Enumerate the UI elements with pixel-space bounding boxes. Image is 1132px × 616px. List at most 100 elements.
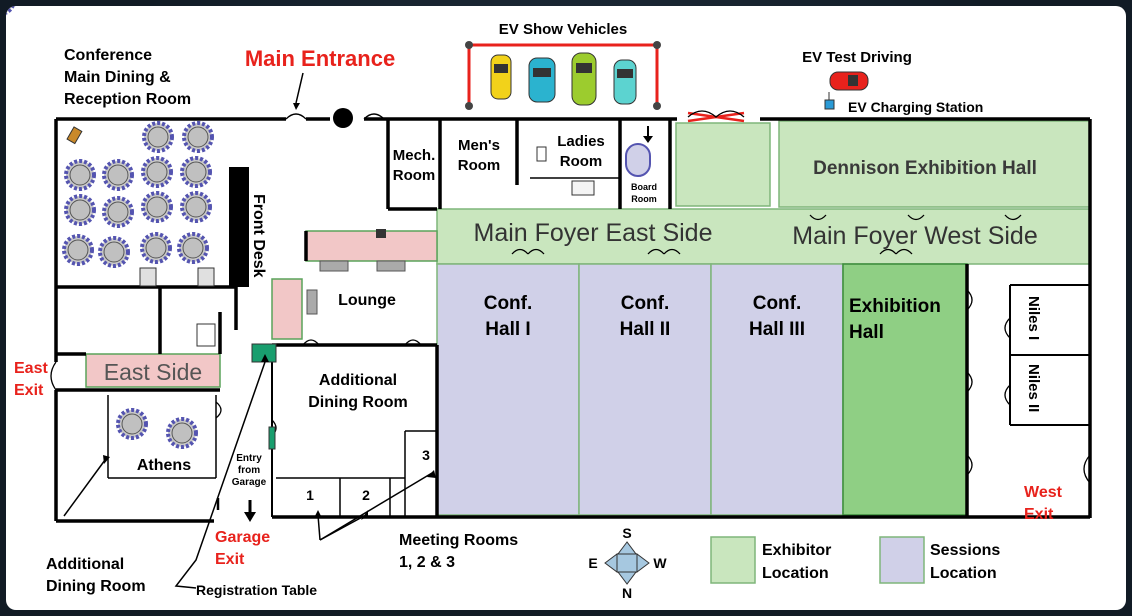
svg-text:Exit: Exit	[14, 382, 44, 399]
svg-text:Hall III: Hall III	[749, 319, 805, 340]
podium-icon	[66, 126, 83, 145]
front-desk-counter	[229, 167, 249, 287]
meeting-room-1-label: 1	[306, 487, 314, 503]
svg-text:Room: Room	[560, 153, 603, 170]
lounge-counter	[271, 278, 303, 340]
car-icon	[490, 54, 512, 100]
svg-text:Exit: Exit	[1024, 506, 1054, 523]
arrow-head-icon	[427, 470, 436, 478]
east-side-label: East Side	[104, 359, 202, 385]
niles-2-label: Niles II	[1025, 364, 1042, 412]
sofa-icon	[319, 260, 349, 272]
ev-test-driving-label: EV Test Driving	[802, 49, 912, 66]
conf-hall-1-fill	[436, 263, 580, 516]
car-windshield	[494, 64, 508, 73]
svg-text:from: from	[238, 465, 260, 476]
arrow-head-icon	[643, 136, 653, 143]
chair-icon	[306, 289, 318, 315]
svg-text:Room: Room	[631, 194, 657, 204]
east-exit-label: East	[14, 360, 48, 377]
ev-entrance-door-icon	[687, 110, 745, 123]
ev-show-rope	[467, 43, 659, 106]
compass-s: S	[622, 525, 631, 541]
car-windshield	[533, 68, 551, 77]
foyer-east-label: Main Foyer East Side	[474, 219, 713, 247]
arrow-head-icon	[293, 103, 300, 110]
conf-hall-1-label: Conf.	[484, 293, 533, 314]
legend-sessions-label: Sessions	[930, 542, 1000, 559]
floor-plan-card: EV Show Vehicles EV Test Driving EV Char…	[6, 6, 1126, 610]
mens-room-label: Men's	[458, 137, 500, 154]
svg-text:Hall II: Hall II	[620, 319, 671, 340]
dennison-hall-fill	[778, 120, 1091, 208]
svg-text:Dining Room: Dining Room	[46, 578, 146, 595]
ev-charging-label: EV Charging Station	[848, 99, 983, 115]
compass-icon: S N E W	[588, 525, 667, 601]
door-swings	[50, 113, 1091, 484]
rope-post	[465, 102, 473, 110]
east-side-fill	[85, 353, 221, 388]
meeting-rooms-label: Meeting Rooms	[399, 532, 518, 549]
ev-test-driving-area: EV Test Driving EV Charging Station	[802, 49, 983, 115]
ev-show-vehicles-area: EV Show Vehicles	[465, 21, 661, 110]
arrow-head-icon	[261, 354, 269, 362]
svg-text:Room: Room	[393, 167, 436, 184]
ev-show-vehicles-label: EV Show Vehicles	[499, 21, 627, 38]
callout-lines	[63, 361, 433, 589]
board-table-icon	[625, 143, 651, 177]
svg-text:Hall I: Hall I	[485, 319, 530, 340]
rope-post	[465, 41, 473, 49]
registration-table-label: Registration Table	[196, 582, 317, 598]
car-windshield	[617, 69, 633, 78]
arrow-head-icon	[244, 512, 256, 522]
compass-e: E	[588, 555, 597, 571]
west-exit-label: West	[1024, 484, 1063, 501]
legend-exhibitor-swatch	[710, 536, 756, 584]
conf-hall-3-fill	[710, 263, 844, 516]
additional-dining-room-label: Additional	[319, 372, 397, 389]
svg-text:Conference: Conference	[64, 47, 152, 64]
niles-1-label: Niles I	[1025, 296, 1042, 340]
garage-entry-icon	[268, 426, 276, 450]
svg-text:Location: Location	[930, 565, 997, 582]
conf-hall-2-fill	[578, 263, 712, 516]
arrow-head-icon	[361, 510, 368, 520]
compass-w: W	[653, 555, 667, 571]
sofa-icon	[376, 260, 406, 272]
conf-hall-2-label: Conf.	[621, 293, 670, 314]
car-windshield	[848, 75, 858, 86]
meeting-room-2-label: 2	[362, 487, 370, 503]
svg-text:Hall: Hall	[849, 322, 884, 343]
svg-text:Main Dining &: Main Dining &	[64, 69, 171, 86]
service-station-icon	[196, 323, 216, 347]
floor-plan-map: EV Show Vehicles EV Test Driving EV Char…	[6, 6, 1092, 601]
charging-station-icon	[824, 99, 835, 110]
ladies-room-label: Ladies	[557, 133, 605, 150]
foyer-west-label: Main Foyer West Side	[792, 222, 1037, 250]
car-icon	[613, 59, 637, 105]
lounge-label: Lounge	[338, 292, 396, 309]
arrow-head-icon	[314, 510, 322, 518]
arrow-head-icon	[103, 455, 110, 464]
board-room-label: Board	[631, 182, 657, 192]
legend: Exhibitor Location Sessions Location	[710, 536, 1000, 584]
dining-tables	[6, 6, 214, 449]
svg-text:Reception Room: Reception Room	[64, 91, 191, 108]
main-entrance-pointer	[295, 72, 304, 104]
foyer-pink-strip	[305, 230, 438, 262]
fixture-icon	[571, 180, 595, 196]
svg-text:Dining Room: Dining Room	[308, 394, 408, 411]
car-icon	[571, 52, 597, 106]
garage-exit-label: Garage	[215, 529, 270, 546]
kiosk-icon	[376, 229, 386, 238]
conference-dining-title: Conference Main Dining & Reception Room	[64, 47, 191, 108]
exhibitor-booth-small	[675, 122, 771, 207]
fixture-icon	[536, 146, 547, 162]
exhibition-hall-fill	[842, 263, 968, 516]
front-desk-label: Front Desk	[250, 194, 267, 278]
rope-post	[653, 102, 661, 110]
svg-text:1, 2 & 3: 1, 2 & 3	[399, 554, 455, 571]
buffet-icon	[197, 267, 215, 287]
mech-room-label: Mech.	[393, 147, 436, 164]
revolving-door-icon	[333, 108, 353, 128]
